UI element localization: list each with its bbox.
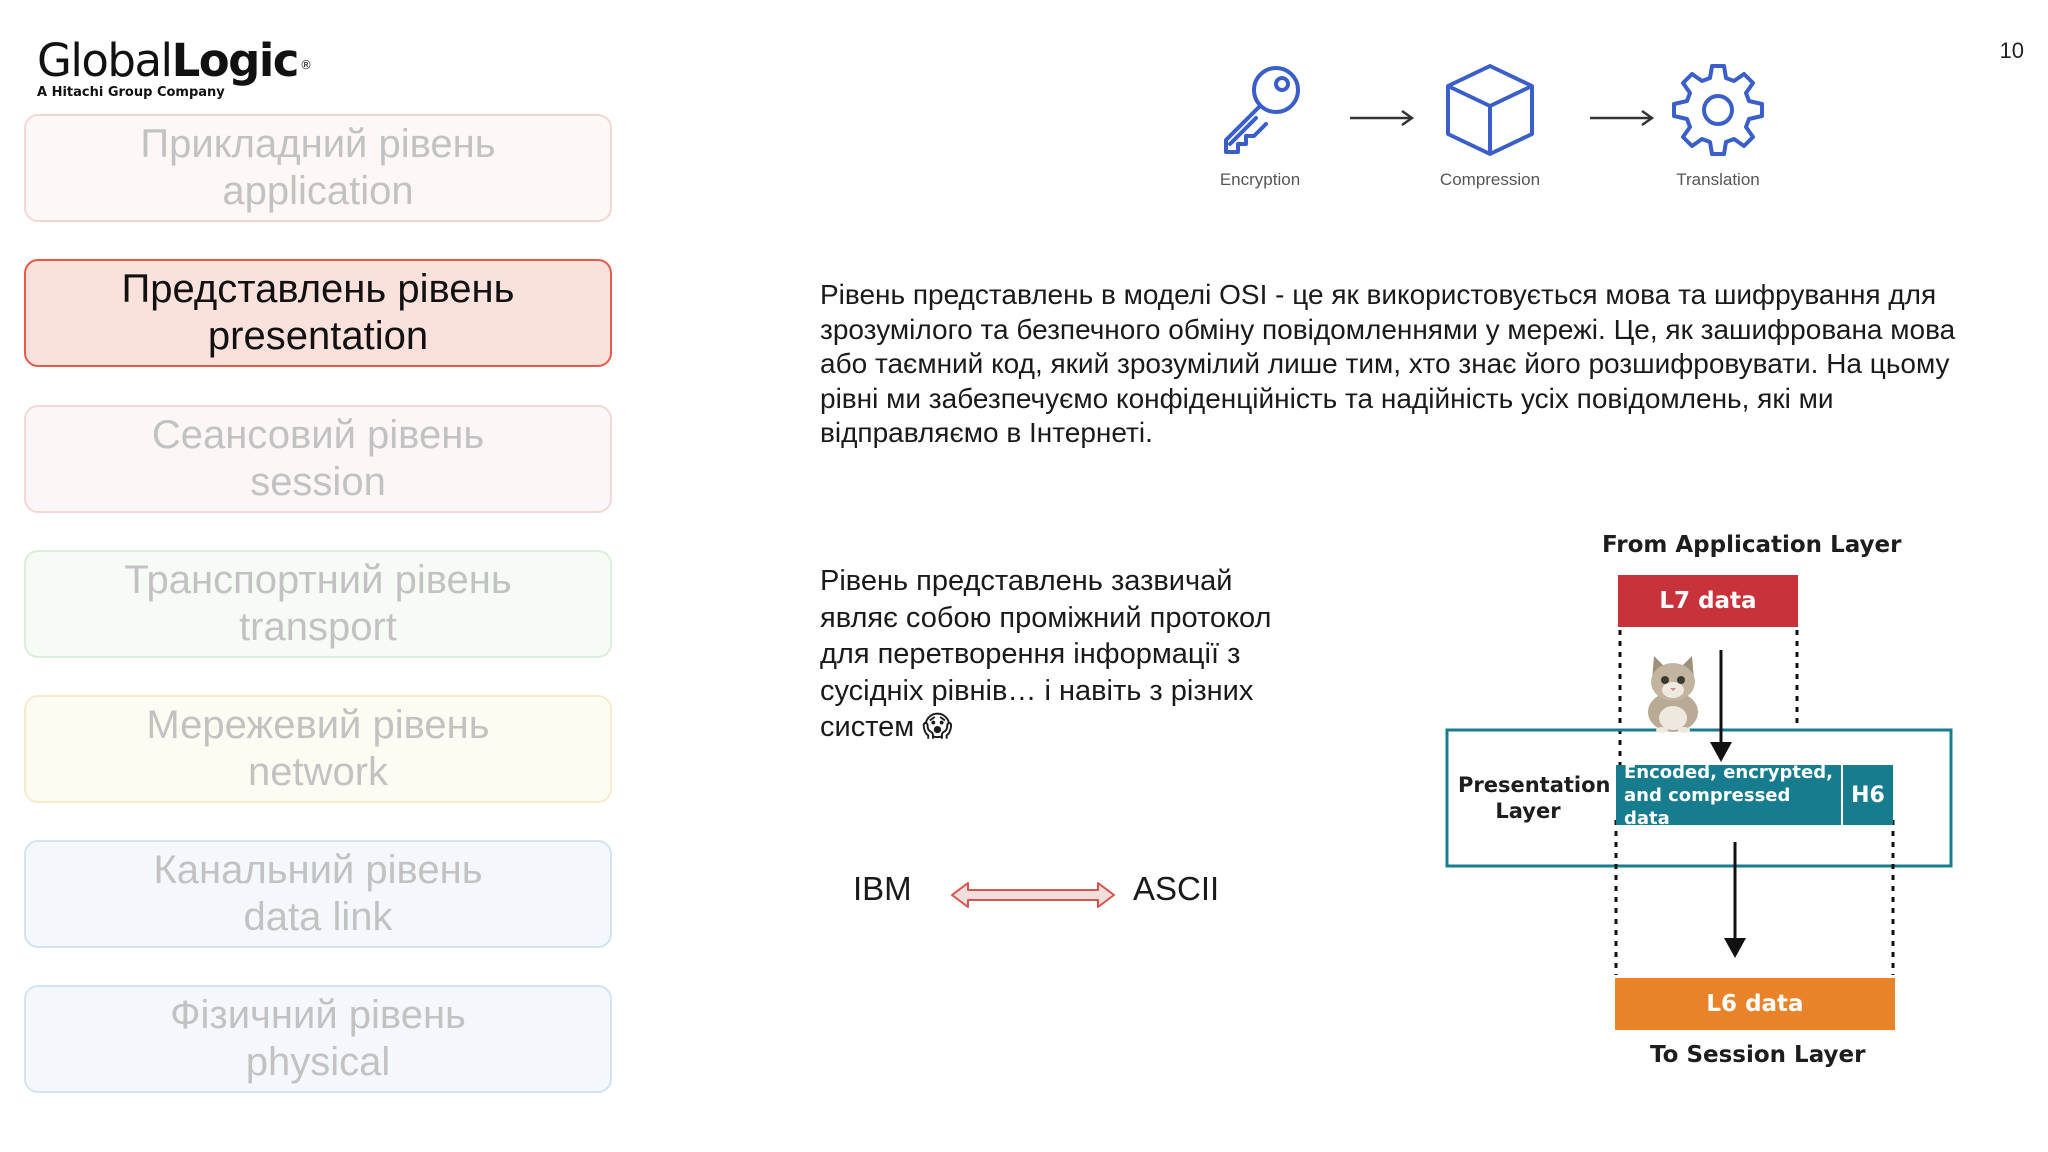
layer-presentation: Представлень рівень presentation — [24, 259, 612, 367]
diagram-lines — [1445, 630, 1953, 975]
layer-physical: Фізичний рівень physical — [24, 985, 612, 1093]
secondary-paragraph: Рівень представлень зазвичай являє собою… — [820, 565, 1272, 743]
layer-name-uk: Транспортний рівень — [124, 558, 512, 602]
layer-name-en: physical — [245, 1040, 391, 1084]
double-arrow-icon — [951, 882, 1115, 908]
layer-name-uk: Сеансовий рівень — [151, 413, 485, 457]
h6-header-box: H6 — [1843, 765, 1893, 825]
globallogic-logo: GlobalLogic® A Hitachi Group Company — [37, 34, 312, 101]
layer-name-en: presentation — [207, 314, 429, 358]
layer-name-en: transport — [239, 605, 397, 649]
layer-name-en: session — [250, 460, 386, 504]
presentation-layer-label: Presentation Layer — [1458, 772, 1611, 824]
arrow-right-icon — [1350, 109, 1415, 127]
encoded-line2: and compressed data — [1624, 784, 1791, 829]
layer-transport: Транспортний рівень transport — [24, 550, 612, 658]
layer-name-uk: Фізичний рівень — [170, 993, 466, 1037]
logo-word-light: Global — [37, 34, 173, 87]
layer-session: Сеансовий рівень session — [24, 405, 612, 513]
compression-item: Compression — [1410, 60, 1570, 190]
layer-network: Мережевий рівень network — [24, 695, 612, 803]
layer-name-uk: Представлень рівень — [121, 267, 515, 311]
cube-icon — [1446, 64, 1534, 156]
ibm-label: IBM — [853, 870, 912, 907]
key-icon — [1224, 66, 1300, 154]
layer-data-link: Канальний рівень data link — [24, 840, 612, 948]
layer-application: Прикладний рівень application — [24, 114, 612, 222]
from-application-label: From Application Layer — [1602, 532, 1902, 558]
encryption-item: Encryption — [1180, 60, 1340, 190]
presentation-layer-diagram: From Application Layer L7 data Presentat… — [1440, 520, 1960, 1080]
l7-data-box: L7 data — [1618, 575, 1798, 627]
cat-icon — [1648, 656, 1698, 733]
logo-wordmark: GlobalLogic® — [37, 34, 312, 87]
ascii-label: ASCII — [1133, 870, 1220, 907]
l6-data-box: L6 data — [1615, 978, 1895, 1030]
layer-name-uk: Мережевий рівень — [146, 703, 490, 747]
layer-name-en: data link — [243, 895, 393, 939]
main-paragraph: Рівень представлень в моделі OSI - це як… — [820, 279, 1956, 448]
encoded-line1: Encoded, encrypted, — [1624, 761, 1833, 783]
arrow-right-icon — [1590, 109, 1655, 127]
presentation-label-line1: Presentation — [1458, 773, 1611, 797]
page-number: 10 — [1999, 38, 2024, 63]
encoded-data-box: Encoded, encrypted, and compressed data — [1616, 762, 1841, 829]
logo-trademark: ® — [299, 58, 312, 72]
layer-name-uk: Канальний рівень — [153, 848, 483, 892]
layer-name-uk: Прикладний рівень — [140, 122, 496, 166]
logo-word-bold: Logic — [171, 34, 300, 87]
icon-label: Translation — [1676, 170, 1760, 189]
logo-subtitle: A Hitachi Group Company — [37, 85, 225, 100]
icon-strip: Encryption Compression — [1180, 60, 1800, 210]
translation-item: Translation — [1638, 60, 1798, 190]
layer-name-en: network — [247, 750, 389, 794]
gear-icon — [1672, 64, 1764, 156]
to-session-label: To Session Layer — [1650, 1042, 1866, 1068]
layer-name-en: application — [222, 169, 414, 213]
presentation-label-line2: Layer — [1495, 799, 1561, 823]
icon-label: Compression — [1439, 170, 1541, 189]
icon-label: Encryption — [1219, 170, 1301, 189]
